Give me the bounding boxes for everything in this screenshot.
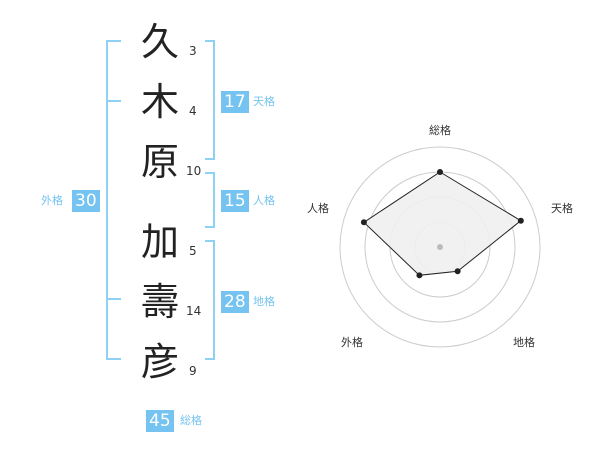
radar-center-dot: [437, 244, 443, 250]
radar-polygon: [363, 171, 522, 276]
name-char-1: 久: [140, 20, 179, 64]
radar-points: [360, 169, 524, 279]
name-char-6: 彦: [140, 340, 179, 384]
stroke-count-4: 5: [189, 244, 197, 258]
radar-label-chikaku: 地格: [513, 335, 535, 349]
radar-label-tenkaku: 天格: [551, 201, 573, 215]
stroke-count-6: 9: [189, 364, 197, 378]
gaikaku-bracket-tick: [106, 100, 121, 102]
jinkaku-bracket: [205, 172, 215, 228]
stroke-count-2: 4: [189, 104, 197, 118]
tenkaku-bracket: [205, 40, 215, 160]
gaikaku-bracket-tick: [106, 298, 121, 300]
radar-point: [454, 268, 461, 275]
name-char-3: 原: [140, 140, 179, 184]
stroke-count-3: 10: [186, 164, 202, 178]
name-char-5: 壽: [140, 280, 179, 324]
tenkaku-value: 17: [221, 91, 249, 113]
jinkaku-label: 人格: [253, 194, 275, 207]
chikaku-label: 地格: [253, 295, 275, 308]
radar-chart: 総格 天格 地格 外格 人格: [307, 123, 573, 349]
radar-point: [360, 219, 367, 226]
soukaku-value: 45: [146, 410, 174, 432]
gaikaku-value: 30: [72, 190, 100, 212]
name-char-4: 加: [140, 220, 179, 264]
name-char-2: 木: [140, 80, 179, 124]
stroke-count-1: 3: [189, 44, 197, 58]
radar-point: [437, 169, 443, 175]
jinkaku-value: 15: [221, 190, 249, 212]
radar-label-soukaku: 総格: [429, 123, 451, 137]
radar-label-jinkaku: 人格: [307, 201, 329, 215]
radar-point: [416, 272, 423, 279]
tenkaku-label: 天格: [253, 95, 275, 108]
chikaku-value: 28: [221, 291, 249, 313]
chikaku-bracket: [205, 240, 215, 360]
gaikaku-label: 外格: [41, 194, 63, 207]
stroke-count-5: 14: [186, 304, 202, 318]
gaikaku-bracket: [106, 40, 121, 360]
radar-ring: [339, 146, 541, 348]
soukaku-label: 総格: [180, 414, 202, 427]
radar-point: [517, 217, 524, 224]
radar-label-gaikaku: 外格: [341, 335, 363, 349]
